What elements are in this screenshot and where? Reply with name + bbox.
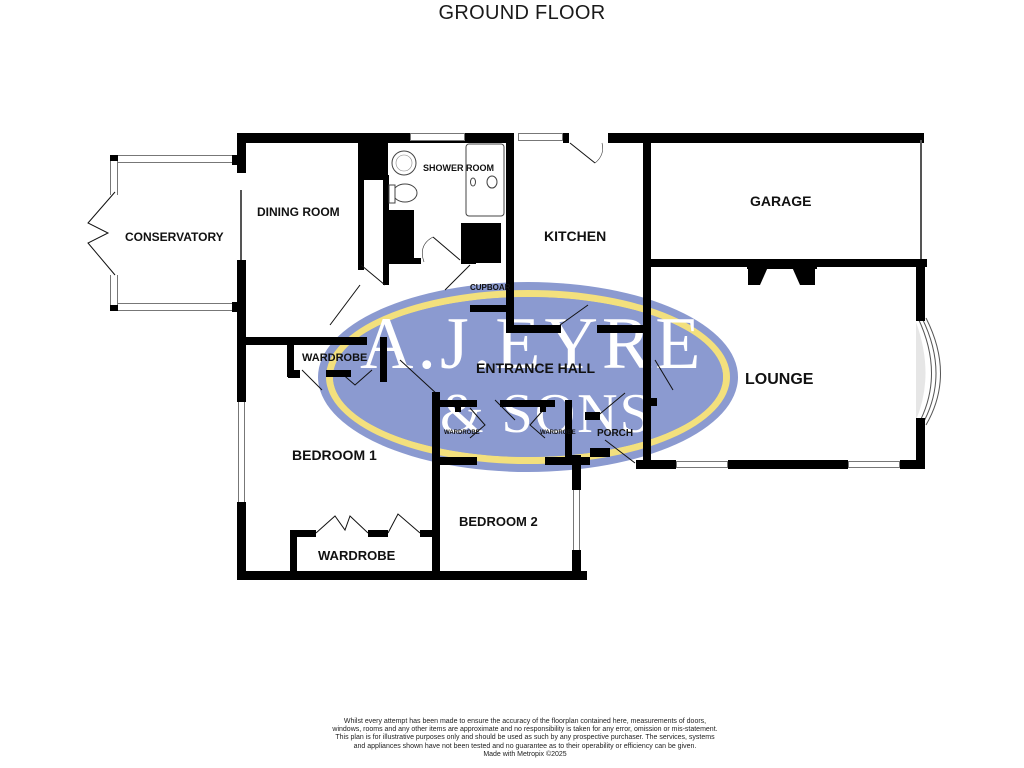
room-label-wardrobe-small-1: WARDROBE [444, 430, 480, 436]
wall-segment [110, 155, 118, 161]
wall-top-dining [237, 133, 512, 143]
wall-segment [232, 302, 246, 312]
wall-segment [287, 337, 294, 377]
room-label-kitchen: KITCHEN [544, 228, 607, 244]
wall-segment [540, 400, 546, 412]
disclaimer-block: Whilst every attempt has been made to en… [330, 718, 720, 759]
wall-bedroom1-left-top [237, 337, 246, 402]
room-label-wardrobe-bottom: WARDROBE [318, 548, 396, 563]
lounge-window-1 [676, 461, 728, 468]
wall-segment [232, 155, 246, 165]
wall-segment [461, 258, 476, 264]
logo-ring [326, 290, 730, 464]
sliding-door [240, 190, 242, 260]
wall-bedroom1-top [237, 337, 367, 345]
wall-segment [565, 400, 572, 465]
floor-title: GROUND FLOOR [438, 2, 606, 24]
wall-bedroom2-right-bottom [572, 550, 581, 580]
wall-lounge-right-top [916, 259, 925, 321]
wall-bedroom1-right [432, 392, 440, 580]
wall-segment [110, 305, 118, 311]
wall-segment [380, 337, 387, 382]
wall-segment [389, 210, 414, 260]
wall-segment [455, 400, 461, 412]
shower-room-window [410, 133, 465, 141]
conservatory-left-window-top [110, 160, 118, 195]
wall-top-garage [608, 133, 924, 143]
wall-segment [290, 530, 316, 537]
wall-kitchen-left [506, 133, 514, 333]
room-label-wardrobe-top: WARDROBE [302, 352, 368, 364]
wall-segment [420, 530, 435, 537]
room-label-cupboard: CUPBOAR [470, 283, 511, 292]
wall-lounge-right-bottom [916, 418, 925, 468]
kitchen-window [518, 133, 563, 141]
wall-segment [728, 460, 848, 469]
wall-segment [645, 398, 657, 406]
wall-segment [900, 460, 925, 469]
room-label-bedroom-2: BEDROOM 2 [459, 514, 538, 529]
wall-dining-left-top [237, 133, 246, 173]
wall-dining-right [358, 140, 388, 180]
wall-segment [585, 412, 600, 420]
wall-segment [290, 532, 297, 577]
wall-bedroom2-right-top [572, 455, 581, 490]
wall-segment [500, 400, 555, 407]
fireplace-hearth [747, 266, 817, 269]
room-label-shower-room: SHOWER ROOM [423, 163, 494, 173]
wall-segment [432, 457, 477, 465]
wall-segment [358, 175, 364, 270]
wall-bedroom1-left-bottom [237, 502, 246, 580]
room-label-entrance-hall: ENTRANCE HALL [476, 360, 595, 376]
wall-segment [645, 380, 651, 465]
wall-segment [432, 400, 477, 407]
wall-segment [389, 258, 421, 264]
room-label-porch: PORCH [597, 428, 634, 439]
wall-segment [461, 223, 501, 263]
room-label-wardrobe-small-2: WARDROBE [540, 430, 576, 436]
wall-segment [383, 175, 389, 285]
room-label-garage: GARAGE [750, 193, 812, 209]
metropix-credit: Made with Metropix ©2025 [483, 750, 567, 758]
bedroom2-window [573, 490, 580, 550]
wall-kitchen-right [643, 138, 651, 468]
wall-segment [326, 370, 351, 377]
room-label-lounge: LOUNGE [745, 371, 814, 388]
wall-segment [288, 370, 300, 378]
lounge-window-2 [848, 461, 900, 468]
garage-door-line [920, 140, 922, 260]
wall-segment [470, 305, 510, 312]
wall-garage-lounge [647, 259, 927, 267]
logo-inner [333, 297, 723, 457]
wall-dining-left-bottom [237, 260, 246, 340]
room-label-conservatory: CONSERVATORY [125, 230, 224, 244]
wall-lounge-bottom [636, 460, 676, 469]
bedroom1-window [238, 402, 245, 502]
wall-segment [368, 530, 388, 537]
wall-segment [590, 448, 610, 457]
wall-segment [563, 133, 569, 143]
conservatory-left-window-bottom [110, 275, 118, 310]
room-label-bedroom-1: BEDROOM 1 [292, 447, 377, 463]
wall-segment [506, 325, 561, 333]
room-label-dining-room: DINING ROOM [257, 205, 340, 219]
wall-segment [597, 325, 647, 333]
agent-logo-oval [318, 282, 738, 472]
wall-bottom [237, 571, 587, 580]
disclaimer-text: Whilst every attempt has been made to en… [332, 718, 718, 750]
